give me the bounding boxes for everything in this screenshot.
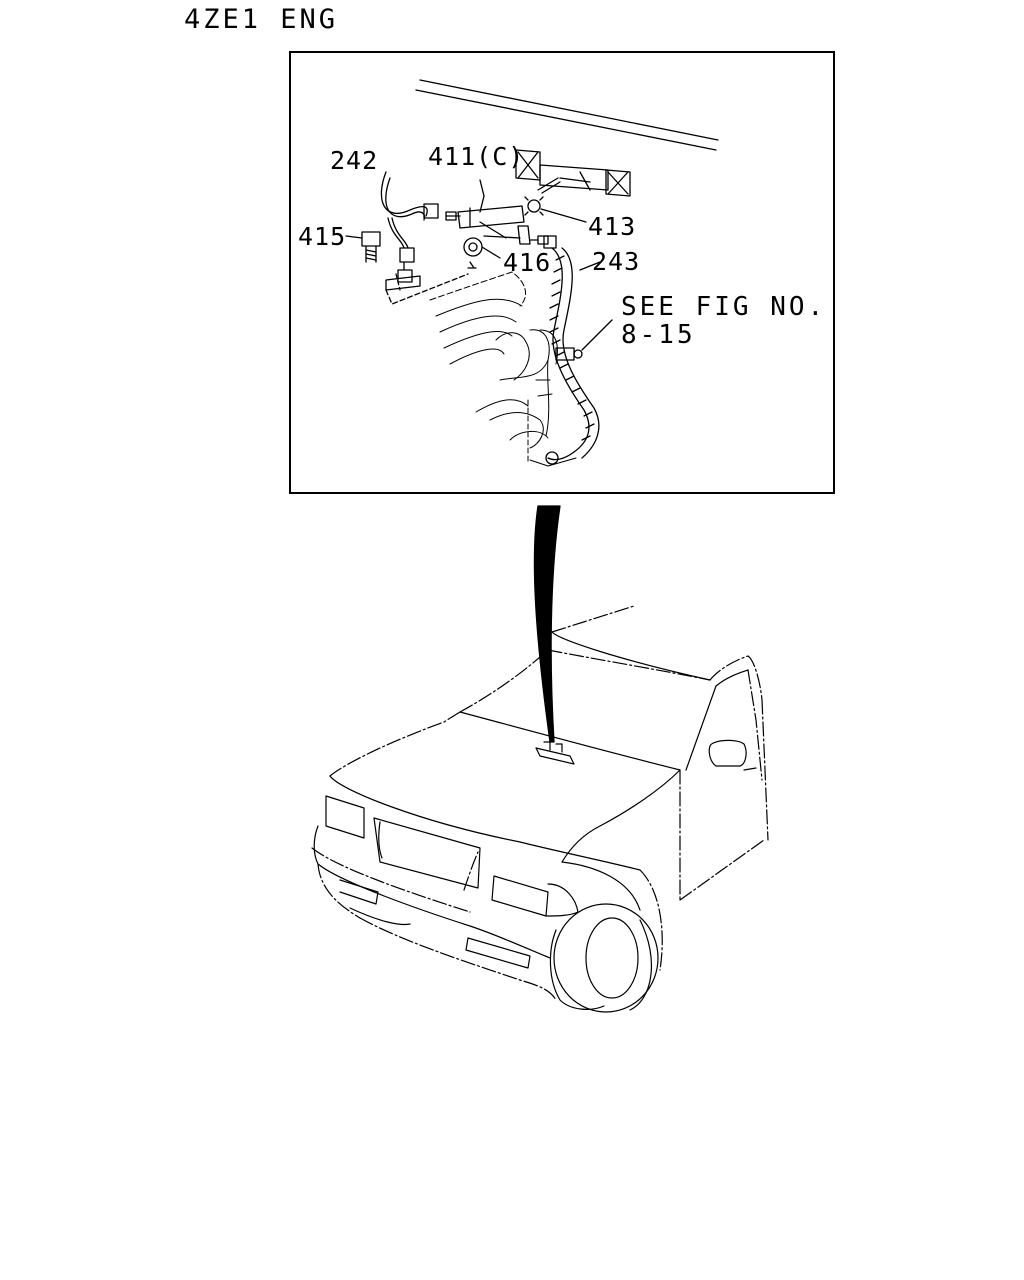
hood-component [535,741,575,765]
mounting-bracket [515,149,631,197]
part-411c-assembly [445,179,549,245]
part-413-bolt [524,177,587,223]
callout-242: 242 [330,146,379,175]
detail-pointer [533,505,561,743]
callout-416: 416 [503,248,552,277]
part-242-harness [380,171,439,283]
engine-outline [429,271,577,467]
part-415-bolt [345,231,381,263]
callout-411c: 411(C) [428,142,525,171]
see-figure-reference: SEE FIG NO. 8-15 [621,293,826,349]
part-243-harness [543,235,613,465]
engine-label: 4ZE1 ENG [184,4,339,35]
callout-413: 413 [588,212,637,241]
hood-edge-lines [415,79,719,151]
callout-243: 243 [592,247,641,276]
part-416-nut [463,237,501,269]
callout-415: 415 [298,222,347,251]
see-figure-line2: 8-15 [621,320,696,350]
detail-inset-frame [289,51,835,494]
vehicle-outline [311,605,769,1013]
see-figure-line1: SEE FIG NO. [621,292,827,322]
mounting-plate [385,273,469,305]
